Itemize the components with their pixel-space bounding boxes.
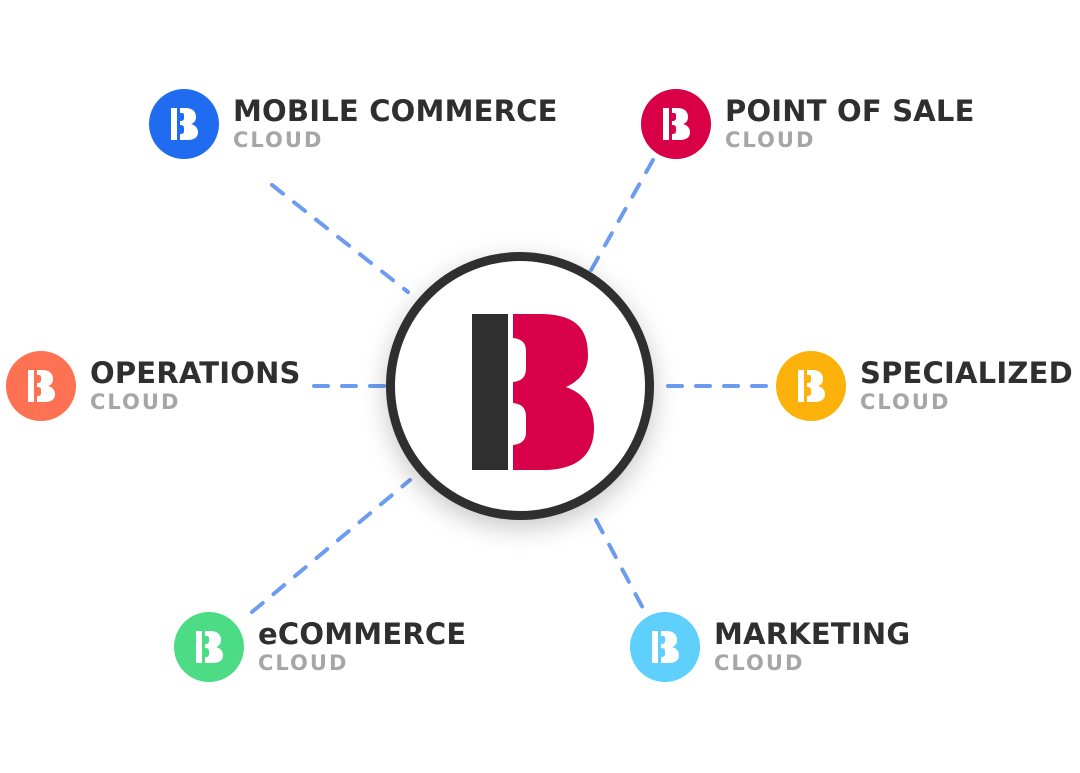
- brand-b-icon: [630, 612, 700, 682]
- brand-b-logo-icon: [472, 314, 594, 470]
- brand-b-icon: [174, 612, 244, 682]
- node-subtitle: CLOUD: [714, 651, 805, 675]
- node-marketing: MARKETING CLOUD: [630, 612, 910, 682]
- connector-mobile: [270, 183, 410, 294]
- node-title: SPECIALIZED: [860, 356, 1073, 390]
- node-subtitle: CLOUD: [860, 390, 951, 414]
- node-title: MARKETING: [714, 617, 911, 651]
- brand-b-icon: [641, 89, 711, 159]
- brand-b-icon: [6, 351, 76, 421]
- node-subtitle: CLOUD: [233, 128, 324, 152]
- node-title: MOBILE COMMERCE: [233, 94, 558, 128]
- node-subtitle: CLOUD: [258, 651, 349, 675]
- node-ecommerce: eCOMMERCE CLOUD: [174, 612, 466, 682]
- node-operations: OPERATIONS CLOUD: [6, 351, 301, 421]
- node-specialized: SPECIALIZED CLOUD: [776, 351, 1073, 421]
- central-hub: [386, 252, 654, 520]
- connector-ecom: [250, 478, 412, 614]
- connector-pos: [588, 158, 655, 274]
- node-subtitle: CLOUD: [90, 390, 181, 414]
- brand-b-icon: [149, 89, 219, 159]
- brand-b-icon: [776, 351, 846, 421]
- node-title: eCOMMERCE: [258, 617, 467, 651]
- node-subtitle: CLOUD: [725, 128, 816, 152]
- node-mobile-commerce: MOBILE COMMERCE CLOUD: [149, 89, 558, 159]
- connector-mkt: [594, 518, 647, 614]
- node-title: POINT OF SALE: [725, 94, 975, 128]
- node-point-of-sale: POINT OF SALE CLOUD: [641, 89, 975, 159]
- node-title: OPERATIONS: [90, 356, 301, 390]
